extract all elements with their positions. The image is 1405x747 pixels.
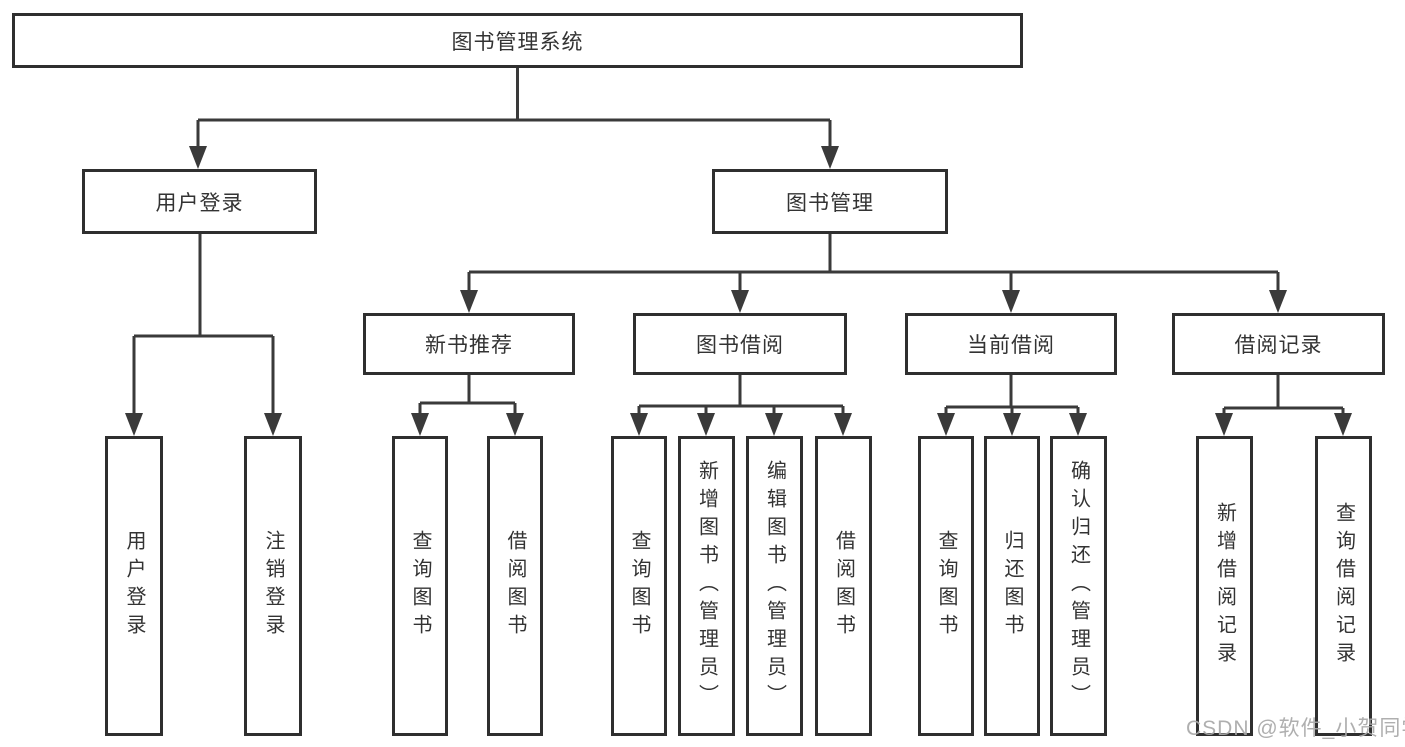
- arrowhead: [460, 290, 478, 313]
- leaf-borrow-books-2: 借阅图书: [815, 436, 872, 736]
- leaf-logout-login: 注销登录: [244, 436, 302, 736]
- arrowhead: [937, 413, 955, 436]
- arrowhead: [834, 413, 852, 436]
- connector-current-borrow-branch: [944, 375, 1080, 415]
- connector-root-to-level2: [196, 68, 832, 148]
- arrowhead: [1334, 413, 1352, 436]
- node-current-borrow-label: 当前借阅: [967, 334, 1055, 357]
- connector-borrow-records-branch: [1222, 375, 1345, 415]
- leaf-query-books-recommend-label: 查询图书: [409, 530, 431, 642]
- leaf-confirm-return-admin: 确认归还（管理员）: [1050, 436, 1107, 736]
- arrowhead: [1003, 413, 1021, 436]
- node-root: 图书管理系统: [12, 13, 1023, 68]
- arrowhead: [264, 413, 282, 436]
- node-user-login: 用户登录: [82, 169, 317, 234]
- arrowhead: [697, 413, 715, 436]
- node-book-borrow-label: 图书借阅: [696, 334, 784, 357]
- arrowhead: [765, 413, 783, 436]
- node-user-login-label: 用户登录: [155, 191, 244, 215]
- arrowhead: [731, 290, 749, 313]
- arrowhead: [189, 146, 207, 169]
- node-borrow-records-label: 借阅记录: [1234, 334, 1323, 357]
- leaf-query-books-current-label: 查询图书: [935, 530, 957, 642]
- arrowhead: [506, 413, 524, 436]
- leaf-edit-books-admin-label: 编辑图书（管理员）: [763, 460, 786, 712]
- arrowhead: [1002, 290, 1020, 313]
- arrowhead: [630, 413, 648, 436]
- node-new-book-recommend: 新书推荐: [363, 313, 575, 375]
- leaf-confirm-return-admin-label: 确认归还（管理员）: [1067, 460, 1090, 712]
- leaf-add-borrow-record-label: 新增借阅记录: [1213, 502, 1236, 670]
- node-borrow-records: 借阅记录: [1172, 313, 1385, 375]
- leaf-add-borrow-record: 新增借阅记录: [1196, 436, 1253, 736]
- leaf-user-login: 用户登录: [105, 436, 163, 736]
- leaf-add-books-admin-label: 新增图书（管理员）: [695, 460, 718, 712]
- arrowheads: [125, 146, 1352, 436]
- leaf-borrow-books-recommend-label: 借阅图书: [504, 530, 526, 642]
- leaf-query-borrow-record: 查询借阅记录: [1315, 436, 1372, 736]
- arrowhead: [1215, 413, 1233, 436]
- leaf-logout-login-label: 注销登录: [262, 530, 284, 642]
- watermark: CSDN @软件_小贺同学: [1186, 717, 1405, 740]
- arrowhead: [821, 146, 839, 169]
- node-book-management-label: 图书管理: [786, 191, 874, 215]
- arrowhead: [411, 413, 429, 436]
- leaf-add-books-admin: 新增图书（管理员）: [678, 436, 735, 736]
- arrowhead: [1069, 413, 1087, 436]
- node-current-borrow: 当前借阅: [905, 313, 1117, 375]
- leaf-query-books-borrow: 查询图书: [611, 436, 667, 736]
- leaf-query-books-current: 查询图书: [918, 436, 974, 736]
- node-new-book-recommend-label: 新书推荐: [425, 334, 513, 357]
- node-root-label: 图书管理系统: [451, 30, 584, 54]
- leaf-return-books: 归还图书: [984, 436, 1040, 736]
- arrowhead: [125, 413, 143, 436]
- connector-book-borrow-branch: [637, 375, 845, 415]
- leaf-user-login-label: 用户登录: [123, 530, 145, 642]
- leaf-borrow-books-2-label: 借阅图书: [832, 530, 855, 642]
- leaf-edit-books-admin: 编辑图书（管理员）: [746, 436, 803, 736]
- leaf-query-books-recommend: 查询图书: [392, 436, 448, 736]
- arrowhead: [1269, 290, 1287, 313]
- connector-new-book-branch: [418, 375, 517, 415]
- leaf-query-books-borrow-label: 查询图书: [628, 530, 650, 642]
- connector-book-management-branch: [467, 234, 1280, 291]
- leaf-query-borrow-record-label: 查询借阅记录: [1332, 502, 1355, 670]
- leaf-return-books-label: 归还图书: [1001, 530, 1023, 642]
- connector-user-login-branch: [132, 234, 275, 415]
- node-book-management: 图书管理: [712, 169, 948, 234]
- node-book-borrow: 图书借阅: [633, 313, 847, 375]
- leaf-borrow-books-recommend: 借阅图书: [487, 436, 543, 736]
